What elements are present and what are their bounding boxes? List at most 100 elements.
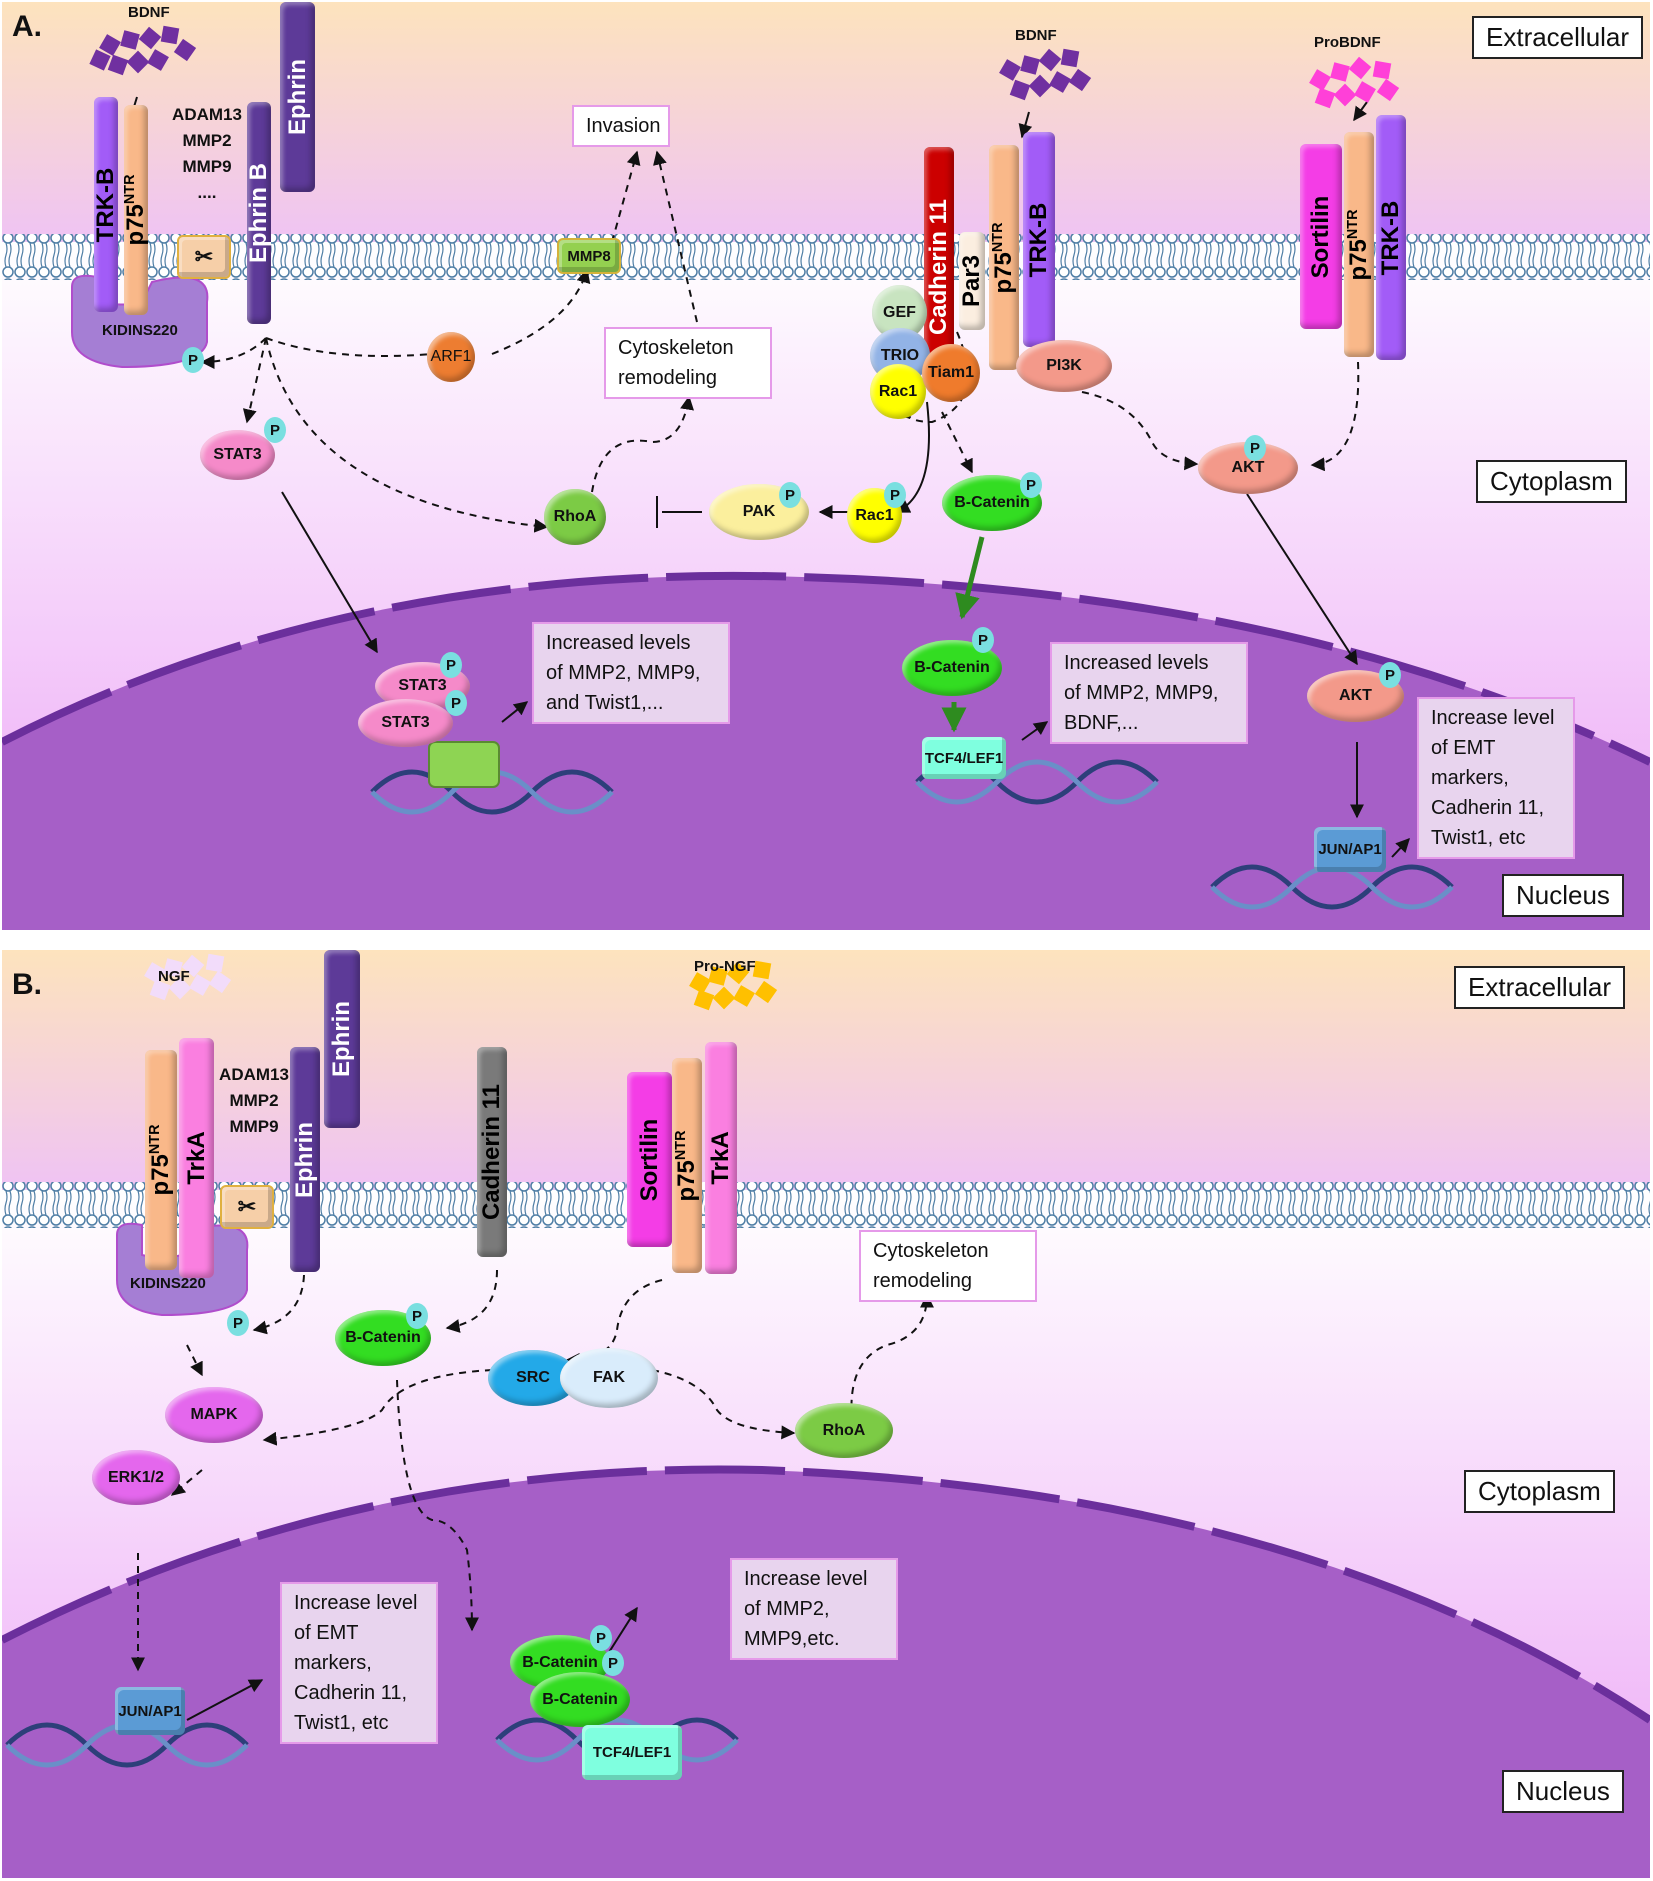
node-bcatenin: B-Catenin [335, 1310, 431, 1366]
box-line: Increased levels [546, 632, 691, 654]
receptor-trkb: TRK-B [1023, 132, 1055, 347]
region-label-extracellular: Extracellular [1472, 16, 1644, 59]
phospho-badge: P [884, 482, 906, 508]
receptor-trka: TrkA [705, 1042, 737, 1274]
arrow-stat3-out [501, 701, 529, 723]
receptor-ephrin-b: Ephrin B [245, 102, 272, 324]
arrow-ephrin-to-stat3 [242, 337, 267, 424]
phospho-badge: P [440, 652, 462, 678]
arrow-cadherin-to-bcatenin [445, 1269, 498, 1333]
box-line: of EMT [1431, 737, 1496, 759]
arrow-src-to-mapk [262, 1369, 493, 1446]
protease-adam13: ADAM13 [172, 105, 242, 124]
node-rhoa: RhoA [795, 1403, 893, 1458]
receptor-label: Cadherin 11 [478, 1083, 505, 1221]
node-rhoa: RhoA [544, 489, 606, 545]
ntr-superscript: NTR [122, 174, 138, 205]
outcome-box-invasion: Invasion [572, 105, 670, 147]
receptor-label: p75NTR [990, 222, 1018, 293]
protease-more: .... [197, 183, 217, 202]
ligand-label-bdnf: BDNF [128, 4, 170, 21]
box-line: Increased levels [1064, 652, 1209, 674]
receptor-label: TRK-B [1025, 202, 1052, 277]
node-par3: Par3 [958, 232, 985, 330]
outcome-box-bcatenin: Increased levels of MMP2, MMP9, BDNF,... [1050, 642, 1248, 744]
node-tcf4-lef1: TCF4/LEF1 [582, 1725, 682, 1780]
arrow-probdnf [1353, 101, 1368, 122]
box-line: of EMT [294, 1622, 359, 1644]
kidins220-label: KIDINS220 [102, 322, 178, 339]
receptor-label: Ephrin B [245, 163, 272, 263]
protease-list: ADAM13 MMP2 MMP9 [214, 1062, 294, 1140]
ligand-label-prongf: Pro-NGF [694, 958, 756, 975]
phospho-badge: P [779, 482, 801, 508]
phospho-badge: P [264, 417, 286, 443]
node-erk1-2: ERK1/2 [92, 1450, 180, 1505]
p75-text: p75 [673, 1159, 700, 1201]
box-line: and Twist1,... [546, 692, 664, 714]
node-jun-ap1: JUN/AP1 [115, 1687, 185, 1735]
scissors-icon: ✂ [220, 1185, 274, 1229]
box-line: Cadherin 11, [1431, 797, 1545, 819]
nuclear-envelope [2, 571, 1650, 766]
region-label-cytoplasm: Cytoplasm [1464, 1470, 1615, 1513]
receptor-trkb: TRK-B [92, 97, 119, 312]
phospho-badge: P [182, 347, 204, 373]
arrow-rhoa-to-cytoskeleton [591, 395, 694, 493]
node-jun-ap1: JUN/AP1 [1314, 827, 1386, 872]
phospho-badge: P [227, 1310, 249, 1336]
arrow-ephrin-to-kidins [200, 337, 267, 369]
receptor-p75ntr: p75NTR [145, 1050, 177, 1270]
receptor-p75ntr: p75NTR [122, 105, 150, 315]
receptor-trkb: TRK-B [1376, 115, 1406, 360]
receptor-label: TRK-B [92, 167, 119, 242]
ntr-superscript: NTR [1345, 209, 1361, 239]
receptor-sortilin: Sortilin [627, 1072, 672, 1247]
receptor-label: Sortilin [1307, 195, 1334, 278]
box-line: Increase level [1431, 707, 1555, 729]
box-line: of MMP2, MMP9, [1064, 682, 1219, 704]
panel-a: A. Extracellular Cytoplasm Nucleus BDNF … [2, 2, 1650, 930]
protease-mmp9: MMP9 [229, 1117, 279, 1136]
p75-text: p75 [147, 1154, 174, 1196]
phospho-badge: P [590, 1625, 612, 1651]
protease-mmp2: MMP2 [229, 1091, 279, 1110]
phospho-badge: P [1020, 472, 1042, 498]
receptor-p75ntr: p75NTR [672, 1058, 702, 1273]
arrow-rhoa-to-cytoskeleton [850, 1293, 934, 1421]
node-mmp8: MMP8 [557, 238, 621, 274]
kidins220-label: KIDINS220 [130, 1275, 206, 1292]
box-line: Twist1, etc [294, 1712, 389, 1734]
box-line: Increase level [744, 1568, 868, 1590]
arrow-mmp8-to-invasion [611, 150, 641, 243]
receptor-label: Par3 [958, 254, 985, 308]
arrow-akt-to-nucleus [1246, 493, 1358, 666]
receptor-p75ntr: p75NTR [989, 145, 1019, 370]
receptor-label: p75NTR [1345, 209, 1373, 280]
receptor-label: p75NTR [122, 175, 150, 246]
transcription-factor-box [428, 741, 500, 788]
arrow-ephrin-to-kidins [252, 1274, 305, 1335]
node-rac1: Rac1 [870, 364, 926, 419]
arrow-ephrin-to-rhoa [265, 337, 549, 533]
region-label-cytoplasm: Cytoplasm [1476, 460, 1627, 503]
receptor-label: TrkA [707, 1131, 734, 1185]
outcome-box-cytoskeleton: Cytoskeleton remodeling [859, 1230, 1037, 1302]
protease-adam13: ADAM13 [219, 1065, 289, 1084]
arrow-bcatenin-to-nucleus [396, 1379, 479, 1632]
nucleus-area [2, 1469, 1650, 1878]
box-line: Increase level [294, 1592, 418, 1614]
node-arf1: ARF1 [427, 332, 475, 382]
arrow-ephrin-arf1 [265, 337, 433, 357]
bdnf-ligand-cluster [999, 48, 1092, 101]
node-bcatenin: B-Catenin [942, 475, 1042, 531]
outcome-box-jun: Increase level of EMT markers, Cadherin … [280, 1582, 438, 1744]
receptor-label: TRK-B [1377, 200, 1404, 275]
arrow-jun-out [186, 1679, 264, 1721]
region-label-extracellular: Extracellular [1454, 966, 1626, 1009]
receptor-sortilin: Sortilin [1300, 144, 1342, 329]
receptor-label: p75NTR [147, 1125, 175, 1196]
arrow-fak-to-rhoa [651, 1369, 796, 1440]
box-line: markers, [1431, 767, 1509, 789]
ligand-ephrin: Ephrin [324, 950, 360, 1128]
